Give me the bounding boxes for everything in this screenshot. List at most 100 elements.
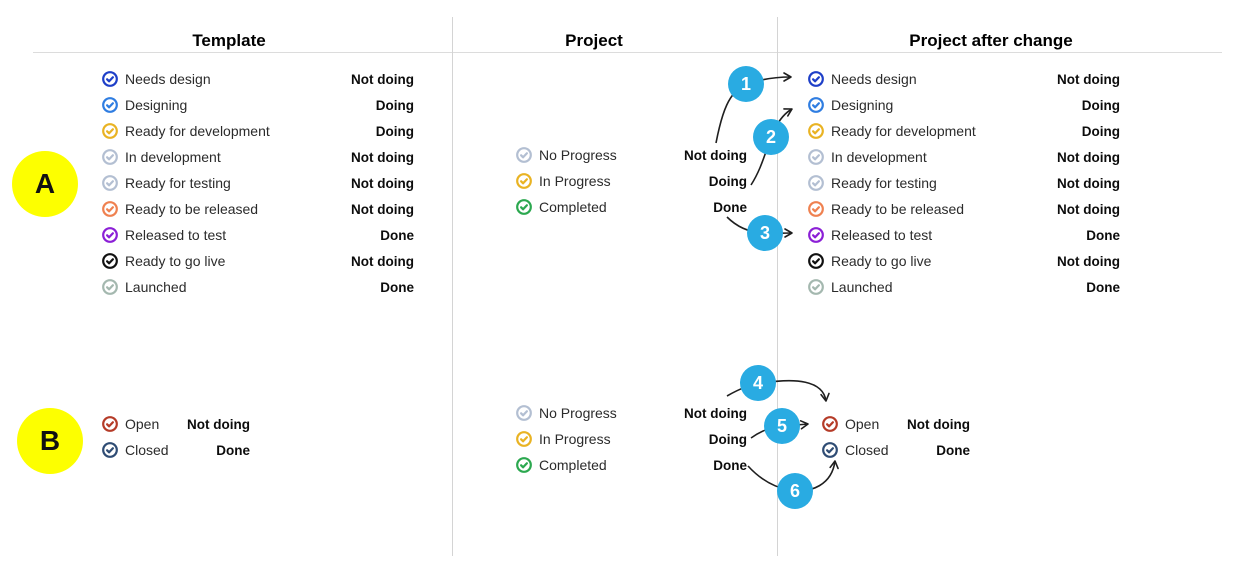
check-circle-icon [102, 201, 118, 217]
check-circle-icon [102, 227, 118, 243]
status-row: Launched Done [808, 274, 1120, 300]
step-badge-4: 4 [740, 365, 776, 401]
status-row: Completed Done [516, 194, 747, 220]
status-name: No Progress [539, 147, 617, 163]
status-name: Ready for testing [831, 175, 937, 191]
step-badge-6: 6 [777, 473, 813, 509]
status-name: Completed [539, 199, 607, 215]
status-row: Closed Done [102, 437, 250, 463]
status-name: Needs design [831, 71, 917, 87]
status-mapping-label: Not doing [1057, 71, 1120, 87]
status-name: Launched [125, 279, 187, 295]
check-circle-icon [808, 253, 824, 269]
group-badge-b: B [17, 408, 83, 474]
check-circle-icon [808, 227, 824, 243]
status-mapping-label: Done [1086, 279, 1120, 295]
status-mapping-label: Not doing [684, 147, 747, 163]
check-circle-icon [516, 173, 532, 189]
status-row: Released to test Done [808, 222, 1120, 248]
step-badge-2: 2 [753, 119, 789, 155]
status-mapping-label: Not doing [351, 253, 414, 269]
check-circle-icon [808, 123, 824, 139]
status-row: Open Not doing [102, 411, 250, 437]
status-row: Completed Done [516, 452, 747, 478]
status-name: Ready for testing [125, 175, 231, 191]
status-mapping-label: Done [1086, 227, 1120, 243]
check-circle-icon [102, 442, 118, 458]
status-name: Released to test [831, 227, 933, 243]
check-circle-icon [102, 279, 118, 295]
header-divider-line [33, 52, 1222, 53]
status-row: Needs design Not doing [102, 66, 414, 92]
check-circle-icon [516, 199, 532, 215]
step-badge-3: 3 [747, 215, 783, 251]
status-mapping-label: Done [216, 442, 250, 458]
check-circle-icon [808, 175, 824, 191]
status-row: Ready to be released Not doing [102, 196, 414, 222]
check-circle-icon [102, 253, 118, 269]
check-circle-icon [516, 457, 532, 473]
status-row: Launched Done [102, 274, 414, 300]
status-name: Ready to go live [831, 253, 932, 269]
status-name: Ready to be released [125, 201, 259, 217]
check-circle-icon [516, 147, 532, 163]
column-header-project-after-change: Project after change [909, 31, 1073, 50]
status-mapping-label: Not doing [351, 201, 414, 217]
column-header-template: Template [192, 31, 266, 50]
status-name: Designing [125, 97, 188, 113]
status-row: No Progress Not doing [516, 400, 747, 426]
status-name: Ready to be released [831, 201, 965, 217]
status-name: In development [125, 149, 221, 165]
template-workflow-a-list: Needs design Not doing Designing Doing R… [102, 66, 414, 300]
status-mapping-label: Not doing [1057, 253, 1120, 269]
status-mapping-label: Done [713, 457, 747, 473]
status-name: Designing [831, 97, 894, 113]
status-mapping-label: Not doing [351, 71, 414, 87]
status-mapping-label: Not doing [1057, 175, 1120, 191]
status-mapping-label: Doing [1081, 123, 1120, 139]
status-name: Open [125, 416, 160, 432]
status-row: Ready to go live Not doing [102, 248, 414, 274]
status-name: Launched [831, 279, 893, 295]
status-mapping-label: Not doing [907, 416, 970, 432]
status-mapping-label: Done [380, 227, 414, 243]
status-row: Ready for testing Not doing [102, 170, 414, 196]
check-circle-icon [808, 71, 824, 87]
step-badge-1: 1 [728, 66, 764, 102]
status-name: Needs design [125, 71, 211, 87]
status-name: Ready for development [125, 123, 270, 139]
status-mapping-label: Doing [708, 173, 747, 189]
status-row: Designing Doing [102, 92, 414, 118]
status-name: No Progress [539, 405, 617, 421]
check-circle-icon [102, 97, 118, 113]
status-name: In Progress [539, 173, 611, 189]
project-workflow-a-list: No Progress Not doing In Progress Doing … [516, 142, 747, 220]
status-row: Ready for development Doing [102, 118, 414, 144]
status-row: In Progress Doing [516, 168, 747, 194]
status-mapping-label: Not doing [187, 416, 250, 432]
template-workflow-b-list: Open Not doing Closed Done [102, 411, 250, 463]
status-row: In Progress Doing [516, 426, 747, 452]
status-row: Needs design Not doing [808, 66, 1120, 92]
status-mapping-label: Done [936, 442, 970, 458]
status-mapping-label: Doing [1081, 97, 1120, 113]
check-circle-icon [516, 431, 532, 447]
status-mapping-label: Doing [375, 97, 414, 113]
status-mapping-label: Not doing [684, 405, 747, 421]
column-divider-left [452, 17, 453, 556]
check-circle-icon [102, 416, 118, 432]
status-row: Ready to go live Not doing [808, 248, 1120, 274]
check-circle-icon [102, 123, 118, 139]
status-name: Closed [125, 442, 169, 458]
status-row: Designing Doing [808, 92, 1120, 118]
check-circle-icon [808, 149, 824, 165]
status-name: In development [831, 149, 927, 165]
status-row: Closed Done [822, 437, 970, 463]
column-divider-right [777, 17, 778, 556]
status-row: In development Not doing [102, 144, 414, 170]
check-circle-icon [102, 175, 118, 191]
check-circle-icon [808, 97, 824, 113]
check-circle-icon [102, 71, 118, 87]
status-row: No Progress Not doing [516, 142, 747, 168]
